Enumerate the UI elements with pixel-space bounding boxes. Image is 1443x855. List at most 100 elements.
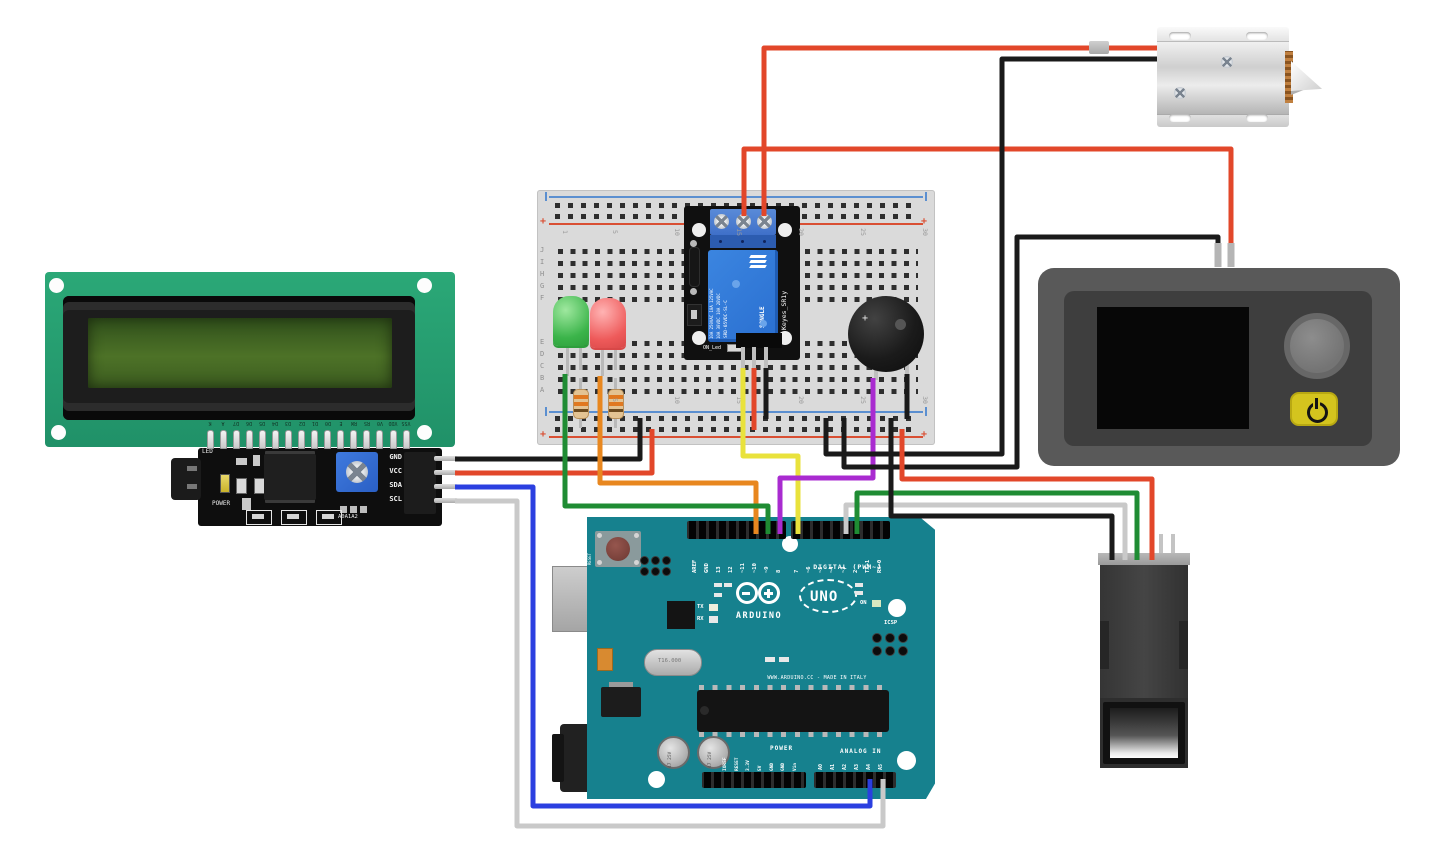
grid-holes: [558, 365, 918, 370]
solder-jumper: [246, 510, 272, 525]
rx-label: RX: [697, 616, 704, 622]
relay-dot: [760, 320, 767, 327]
fp-notch: [1100, 621, 1109, 669]
icsp-pin: [898, 633, 908, 643]
smd-part: [724, 583, 732, 587]
breadboard-row-letter: I: [540, 258, 545, 266]
lcd-pin: [206, 430, 214, 449]
solenoid-body: [1157, 41, 1289, 115]
breadboard-row-letter: C: [540, 362, 545, 370]
smd-part: [714, 593, 722, 597]
board-hole: [648, 771, 665, 788]
addr-pad: [360, 506, 367, 513]
breadboard-col-number: 10: [673, 396, 681, 404]
psu-knob: [1284, 313, 1350, 379]
capacitor: [657, 736, 690, 769]
backpack-header-socket: [404, 452, 436, 514]
relay-mount-hole: [778, 223, 792, 237]
buzzer: +: [848, 296, 924, 372]
arduino-digital-pin-label: ~11: [740, 563, 746, 573]
diode-lead: [690, 288, 697, 295]
red-led: [590, 298, 626, 348]
backpack-ic: [264, 454, 316, 500]
tx-led: [709, 604, 718, 611]
breadboard-row-letter: A: [540, 386, 545, 394]
breadboard-row-letter: J: [540, 246, 545, 254]
lcd-module: [45, 272, 455, 447]
relay-pin-leg: [752, 347, 756, 371]
arduino-digital-pin-label: 8: [776, 569, 782, 573]
rail-line-red: [549, 436, 923, 438]
rail-plus: +: [921, 429, 928, 440]
arduino-digital-pin-label: ~3: [841, 566, 848, 573]
fp-notch: [1179, 621, 1188, 669]
arduino-power-pin-label: RESET: [735, 757, 740, 771]
backpack-pin-label: SDA: [389, 481, 402, 489]
icsp-pin: [872, 646, 882, 656]
jp2-pin: [640, 567, 649, 576]
backpack-addr-label: A0A1A2: [338, 514, 358, 520]
backpack-pin: [434, 498, 458, 503]
breadboard-col-number: 30: [921, 228, 929, 236]
arduino-power-pin-label: Vin: [793, 762, 798, 771]
lcd-pin: [389, 430, 397, 449]
jp2-pin: [651, 556, 660, 565]
arduino-digital-pin-label: 12: [728, 566, 734, 573]
reset-label: RESET: [587, 552, 592, 565]
solenoid-coil: [1285, 51, 1293, 103]
lcd-mount-hole: [51, 425, 66, 440]
solder-jumper: [281, 510, 307, 525]
arduino-analog-pin-label: A2: [842, 763, 848, 770]
arduino-digital-pin-label: ~10: [752, 563, 758, 573]
breadboard-col-number: 20: [797, 228, 805, 236]
smd-part: [236, 458, 247, 465]
psu-power-button[interactable]: [1290, 392, 1338, 426]
breadboard-col-number: 1: [561, 398, 569, 402]
backpack-power-led: [220, 474, 230, 493]
arduino-digital-pin-label: ~9: [764, 566, 770, 573]
arduino-digital-pin-label: ~6: [805, 566, 812, 573]
backpack-pin: [434, 456, 458, 461]
jumper-pin: [187, 484, 197, 489]
arduino-analog-pin-label: A0: [818, 763, 824, 770]
solenoid-slot: [1246, 32, 1268, 40]
rail-tick: [925, 192, 927, 201]
relay-pin-leg: [764, 347, 768, 371]
breadboard-row-letter: H: [540, 270, 545, 278]
uno-model: UNO: [810, 589, 839, 605]
fingerprint-sensor: [1098, 553, 1190, 768]
addr-pad: [340, 506, 347, 513]
backpack-pin: [434, 484, 458, 489]
relay-mount-hole: [692, 223, 706, 237]
analog-header: [814, 772, 896, 788]
smd-part: [714, 583, 722, 587]
analog-group-label: ANALOG IN: [840, 748, 882, 755]
relay-smd-r1: [687, 304, 702, 326]
rail-plus: +: [540, 216, 547, 227]
rail-tick: [545, 407, 547, 416]
logo-minus: [742, 592, 750, 595]
reset-button[interactable]: [595, 531, 641, 567]
tx-label: TX: [697, 604, 704, 610]
rail-tick: [925, 407, 927, 416]
arduino-digital-pin-label: 13: [716, 566, 722, 573]
breadboard-col-number: 5: [611, 398, 619, 402]
lcd-screen: [88, 318, 392, 388]
fingerprint-pin: [1171, 534, 1175, 558]
power-supply: [1038, 268, 1400, 466]
arduino-digital-pin-label: 2: [853, 569, 859, 573]
arduino-analog-pin-label: A1: [830, 763, 836, 770]
breadboard-col-number: 10: [673, 228, 681, 236]
fingerprint-pin: [1159, 534, 1163, 558]
lcd-mount-hole: [417, 425, 432, 440]
icsp-pin: [898, 646, 908, 656]
relay-terminal-lower: [710, 235, 776, 248]
buzzer-hole: [895, 319, 906, 330]
lcd-pin: [363, 430, 371, 449]
buzzer-plus-label: +: [862, 313, 869, 324]
solenoid-slot: [1169, 114, 1191, 122]
solenoid-lock: [1155, 27, 1325, 127]
lcd-pin: [350, 430, 358, 449]
lcd-pin: [284, 430, 292, 449]
